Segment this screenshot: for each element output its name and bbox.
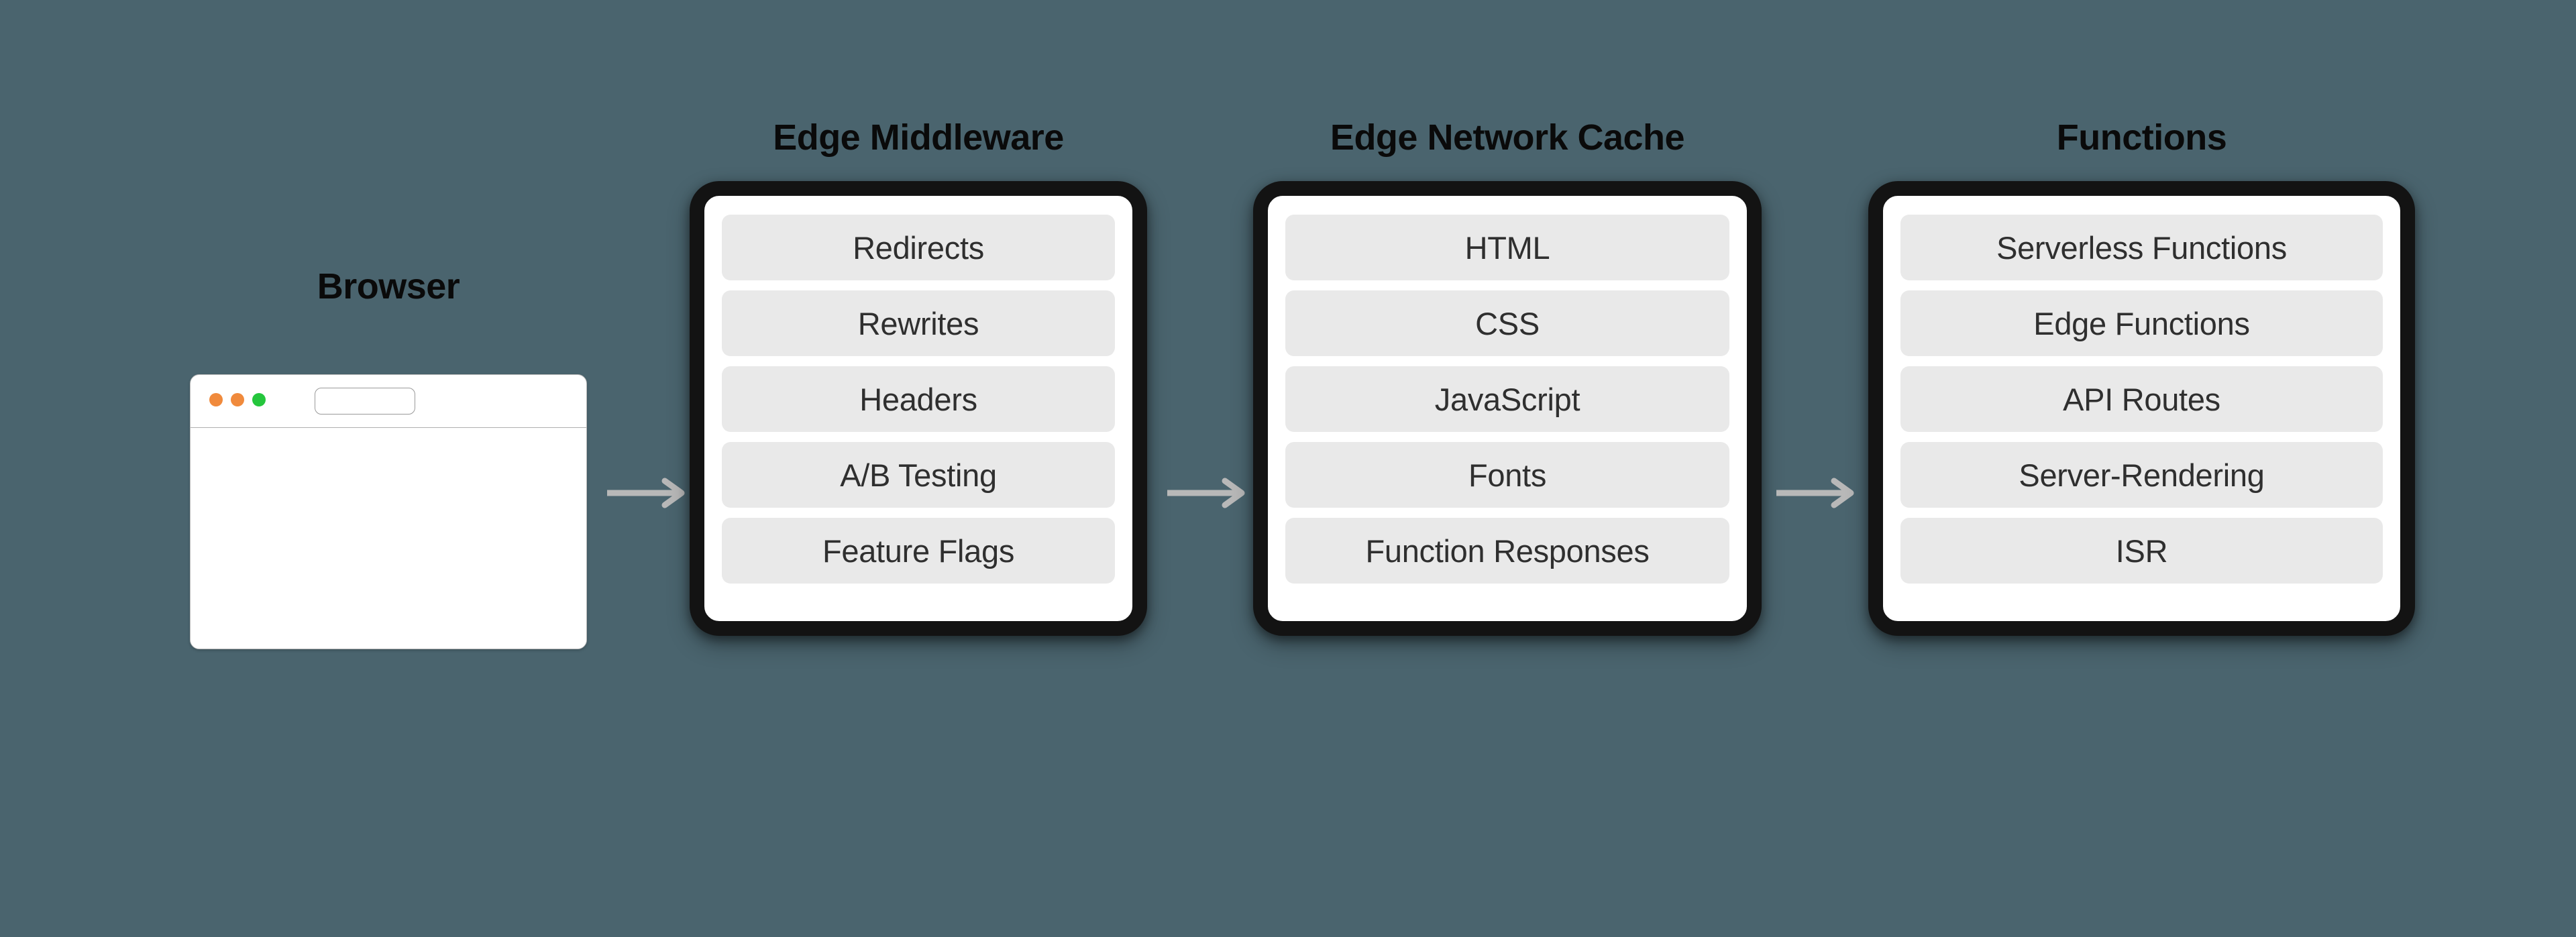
card-edge-middleware: Redirects Rewrites Headers A/B Testing F…: [690, 181, 1147, 636]
maximize-dot-icon[interactable]: [252, 393, 266, 406]
pill-item[interactable]: HTML: [1285, 215, 1729, 280]
traffic-lights: [209, 393, 266, 406]
pill-item[interactable]: CSS: [1285, 290, 1729, 356]
browser-window: [190, 374, 587, 649]
stage-functions: Functions Serverless Functions Edge Func…: [1868, 119, 2415, 636]
browser-chrome: [191, 375, 586, 428]
minimize-dot-icon[interactable]: [231, 393, 244, 406]
browser-stage: Browser: [190, 268, 587, 649]
stage-edge-middleware: Edge Middleware Redirects Rewrites Heade…: [690, 119, 1147, 636]
pill-list-edge-network-cache: HTML CSS JavaScript Fonts Function Respo…: [1285, 215, 1729, 584]
pill-item[interactable]: Fonts: [1285, 442, 1729, 508]
pill-item[interactable]: A/B Testing: [722, 442, 1115, 508]
stage-title-edge-network-cache: Edge Network Cache: [1330, 117, 1685, 158]
pill-item[interactable]: JavaScript: [1285, 366, 1729, 432]
pill-item[interactable]: API Routes: [1900, 366, 2383, 432]
pill-item[interactable]: Rewrites: [722, 290, 1115, 356]
pill-item[interactable]: Function Responses: [1285, 518, 1729, 584]
stage-title-functions: Functions: [2056, 117, 2227, 158]
pill-item[interactable]: Headers: [722, 366, 1115, 432]
stage-edge-network-cache: Edge Network Cache HTML CSS JavaScript F…: [1253, 119, 1762, 636]
stage-title-edge-middleware: Edge Middleware: [773, 117, 1064, 158]
pill-list-edge-middleware: Redirects Rewrites Headers A/B Testing F…: [722, 215, 1115, 584]
arrow-cache-to-functions-icon: [1776, 478, 1857, 508]
card-edge-network-cache: HTML CSS JavaScript Fonts Function Respo…: [1253, 181, 1762, 636]
pill-list-functions: Serverless Functions Edge Functions API …: [1900, 215, 2383, 584]
arrow-middleware-to-cache-icon: [1167, 478, 1248, 508]
pill-item[interactable]: Serverless Functions: [1900, 215, 2383, 280]
pill-item[interactable]: Feature Flags: [722, 518, 1115, 584]
pill-item[interactable]: Edge Functions: [1900, 290, 2383, 356]
browser-title: Browser: [317, 266, 460, 307]
close-dot-icon[interactable]: [209, 393, 223, 406]
arrow-browser-to-middleware-icon: [607, 478, 688, 508]
card-functions: Serverless Functions Edge Functions API …: [1868, 181, 2415, 636]
url-input[interactable]: [315, 388, 415, 415]
browser-viewport: [191, 428, 586, 649]
pill-item[interactable]: Redirects: [722, 215, 1115, 280]
pill-item[interactable]: Server-Rendering: [1900, 442, 2383, 508]
pill-item[interactable]: ISR: [1900, 518, 2383, 584]
